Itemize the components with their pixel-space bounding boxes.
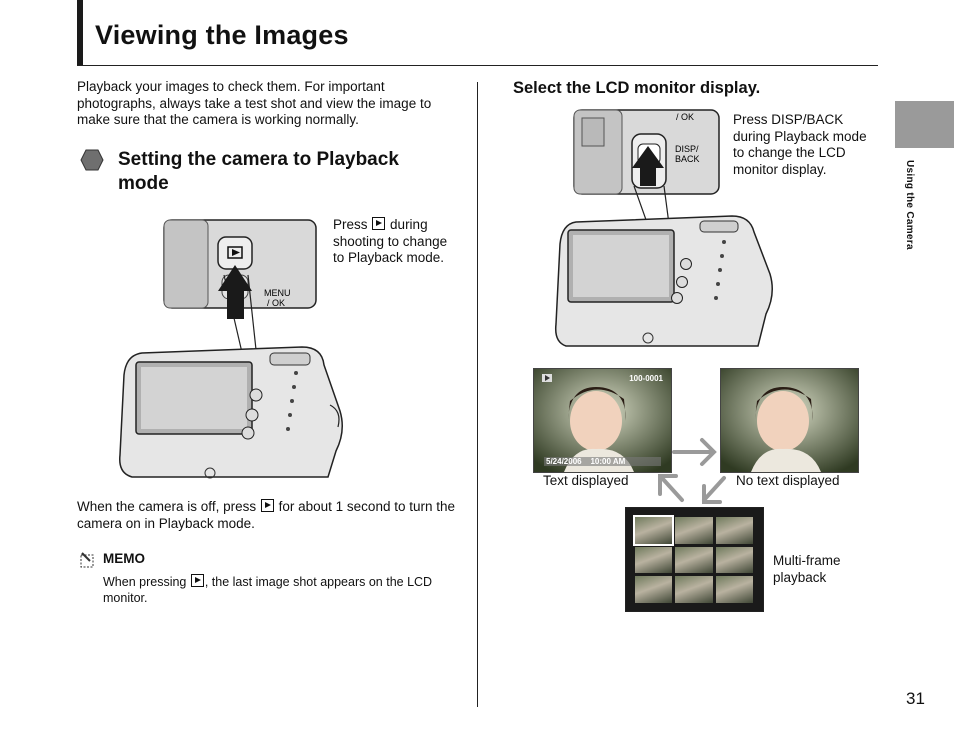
thumbnail xyxy=(635,546,673,574)
photo-no-text xyxy=(720,368,859,473)
side-tab xyxy=(895,101,954,148)
frame-date: 5/24/2006 xyxy=(546,457,582,466)
transition-arrow-icon xyxy=(702,476,726,504)
column-divider xyxy=(477,82,478,707)
caption-multi-frame: Multi-frame playback xyxy=(773,553,841,585)
title-bar xyxy=(77,0,83,66)
playback-button-icon xyxy=(190,574,204,587)
transition-arrow-icon xyxy=(658,474,684,502)
inset-disp-label: DISP/ xyxy=(675,144,699,154)
memo-text: When pressing , the last image shot appe… xyxy=(103,574,443,606)
transition-arrows xyxy=(658,438,726,504)
intro-text: Playback your images to check them. For … xyxy=(77,79,432,127)
portrait-image xyxy=(721,369,858,472)
camera-off-text: When the camera is off, press for about … xyxy=(77,499,457,532)
off-before: When the camera is off, press xyxy=(77,499,257,514)
thumbnail xyxy=(715,517,753,544)
thumbnail xyxy=(675,546,713,574)
memo-pencil-icon xyxy=(80,552,94,568)
caption-text-displayed: Text displayed xyxy=(543,473,629,488)
camera-playback-illustration: MENU / OK xyxy=(119,219,343,479)
side-tab-label: Using the Camera xyxy=(904,160,915,250)
page-number: 31 xyxy=(906,689,925,708)
frame-time: 10:00 AM xyxy=(590,457,626,466)
frame-number: 100-0001 xyxy=(629,374,663,383)
press-after: during shooting to change to Playback mo… xyxy=(333,217,448,265)
frame-datetime: 5/24/2006 10:00 AM xyxy=(544,457,661,466)
memo-heading: MEMO xyxy=(103,551,145,566)
transition-arrow-icon xyxy=(672,438,717,466)
thumbnail xyxy=(635,576,673,603)
portrait-image xyxy=(534,369,671,472)
lcd-heading: Select the LCD monitor display. xyxy=(513,79,761,97)
inset-ok-label: / OK xyxy=(267,298,285,308)
thumbnail xyxy=(675,576,713,603)
thumbnail xyxy=(632,515,675,546)
thumbnail xyxy=(715,576,753,603)
inset-back-label: BACK xyxy=(675,154,700,164)
press-playback-caption: Press during shooting to change to Playb… xyxy=(333,217,453,267)
caption-no-text: No text displayed xyxy=(736,473,840,488)
inset-menu-label: MENU xyxy=(264,288,291,298)
disp-back-caption: Press DISP/BACK during Playback mode to … xyxy=(733,112,867,177)
section-heading: Setting the camera to Playback mode xyxy=(118,149,399,194)
off-after: for about 1 second to turn the camera on… xyxy=(77,499,455,531)
inset-ok-label-2: / OK xyxy=(676,112,694,122)
thumbnail xyxy=(715,546,753,574)
press-before: Press xyxy=(333,217,368,232)
playback-indicator-icon xyxy=(542,374,552,382)
thumbnail xyxy=(675,517,713,544)
memo-after: , the last image shot appears on the LCD… xyxy=(103,575,433,605)
photo-text-displayed: 100-0001 5/24/2006 10:00 AM xyxy=(533,368,672,473)
title-rule xyxy=(77,65,878,66)
playback-button-icon xyxy=(372,217,386,230)
playback-button-icon xyxy=(260,499,274,512)
multi-frame-playback xyxy=(625,507,764,612)
section-hexagon-icon xyxy=(80,149,104,171)
camera-disp-illustration: / OK DISP/ BACK xyxy=(554,109,773,347)
page-title: Viewing the Images xyxy=(95,20,349,50)
memo-before: When pressing xyxy=(103,575,187,589)
